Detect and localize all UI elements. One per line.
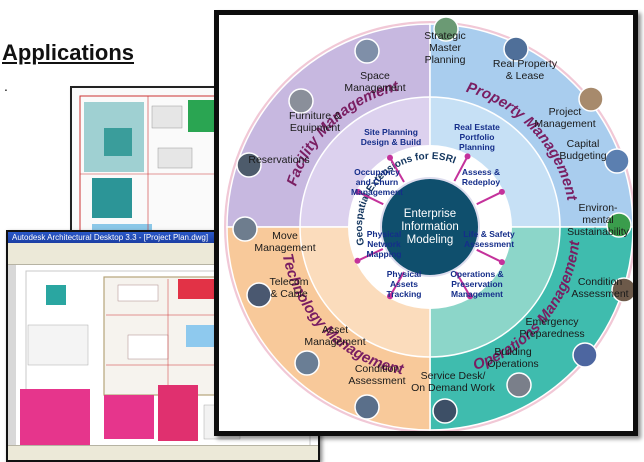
core-text-line: Modeling (407, 234, 454, 246)
connector-arrow (390, 271, 405, 296)
outer-item-photo (354, 394, 380, 420)
outer-item-label: Service Desk/On Demand Work (411, 370, 496, 394)
connector-arrowhead (467, 293, 473, 300)
outer-item-photo (503, 36, 529, 62)
connector-arrowhead (498, 188, 505, 195)
connector-arrowhead (354, 257, 361, 264)
connector-arrow (359, 191, 384, 206)
bullet-mark: . (4, 78, 8, 94)
outer-item-photo (246, 282, 272, 308)
inner-item-label: Assess &Redeploy (462, 167, 501, 187)
connector-arrow (390, 158, 405, 183)
window-statusbar (8, 445, 318, 460)
outer-item-label: Real Property& Lease (493, 58, 558, 82)
core-text-line: Information (401, 221, 459, 233)
outer-item-photo (236, 152, 262, 178)
connector-arrow (455, 271, 470, 296)
outer-item-photo (232, 216, 258, 242)
window-titlebar: Autodesk Architectural Desktop 3.3 - [Pr… (8, 232, 318, 243)
outer-item-label: Reservations (248, 154, 309, 166)
outer-item-photo (294, 350, 320, 376)
outer-item-photo (288, 88, 314, 114)
connector-arrowhead (387, 293, 393, 300)
connector-arrow (476, 248, 501, 263)
outer-item-photo (354, 38, 380, 64)
outer-item-photo (611, 277, 633, 303)
outer-item-photo (572, 342, 598, 368)
outer-item-photo (578, 86, 604, 112)
connector-arrowhead (387, 154, 393, 161)
connector-arrowhead (355, 188, 362, 195)
outer-item-photo (433, 16, 459, 42)
core-text-line: Enterprise (404, 208, 456, 220)
connector-arrowhead (498, 259, 505, 266)
connector-arrowhead (464, 153, 471, 160)
core-circle (380, 177, 480, 277)
outer-item-photo (604, 148, 630, 174)
page-title: Applications (2, 40, 135, 65)
outer-item-photo (506, 372, 532, 398)
outer-item-label: Furniture &Equipment (289, 110, 341, 134)
connector-arrow (453, 157, 468, 182)
connector-arrow (476, 191, 501, 206)
outer-item-photo (606, 212, 632, 238)
outer-item-photo (432, 398, 458, 424)
connector-arrow (358, 248, 384, 261)
outer-item-label: Telecom& Cable (269, 276, 308, 300)
